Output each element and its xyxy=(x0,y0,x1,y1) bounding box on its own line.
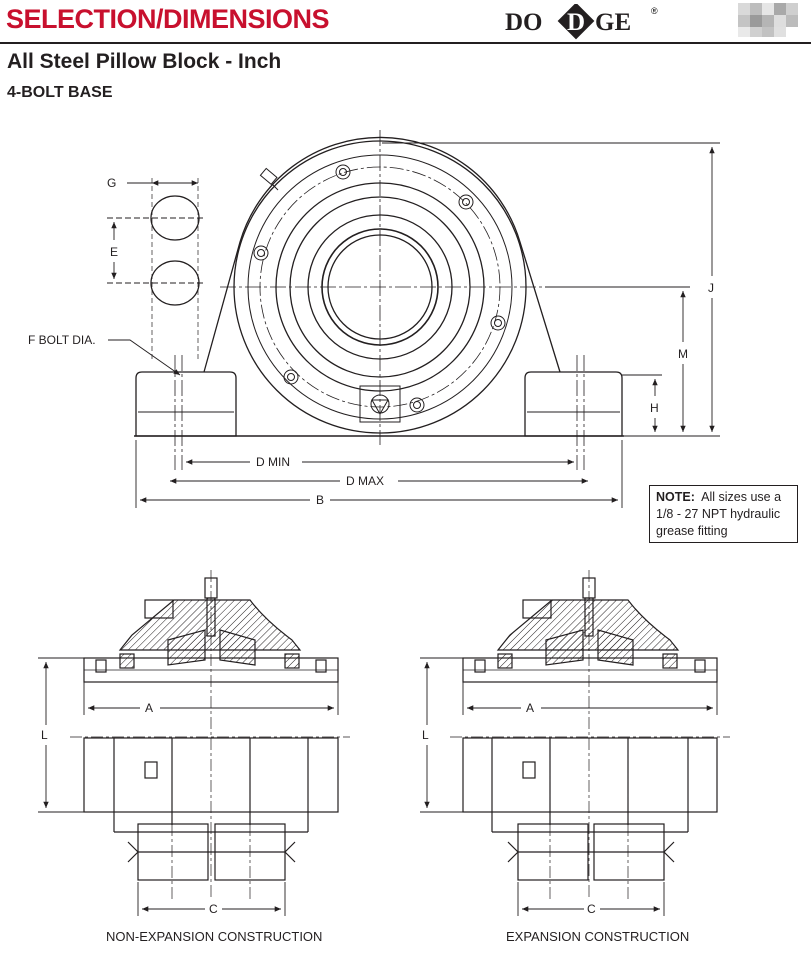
dim-label-m: M xyxy=(678,347,688,361)
section-title: 4-BOLT BASE xyxy=(7,84,113,101)
grease-fitting-icon xyxy=(259,167,279,191)
dim-label-a-right: A xyxy=(526,701,534,715)
caption-expansion: EXPANSION CONSTRUCTION xyxy=(506,929,690,944)
right-foot xyxy=(524,371,623,437)
caption-non-expansion: NON-EXPANSION CONSTRUCTION xyxy=(106,929,323,944)
note-line-2: 1/8 - 27 NPT hydraulic xyxy=(656,507,781,521)
top-dimension-lines xyxy=(107,142,720,508)
dim-label-l-left: L xyxy=(41,728,48,742)
dim-label-l-right: L xyxy=(422,728,429,742)
section-view-non-expansion: A L C xyxy=(38,570,350,916)
dim-label-d-min: D MIN xyxy=(256,455,290,469)
registered-mark: ® xyxy=(651,6,658,16)
page-title: SELECTION/DIMENSIONS xyxy=(6,4,330,34)
note-box: NOTE: All sizes use a 1/8 - 27 NPT hydra… xyxy=(649,485,798,543)
section-view-expansion: A L C xyxy=(420,570,730,916)
dim-label-a-left: A xyxy=(145,701,153,715)
note-line-3: grease fitting xyxy=(656,524,728,538)
note-line-1: All sizes use a xyxy=(701,490,782,504)
dim-label-g: G xyxy=(107,176,116,190)
left-foot xyxy=(135,371,237,437)
dodge-logo: DO D GE ® xyxy=(505,4,658,40)
dim-label-b: B xyxy=(316,493,324,507)
blurred-stamp-image xyxy=(738,3,798,37)
dim-label-d-max: D MAX xyxy=(346,474,384,488)
dim-label-e: E xyxy=(110,245,118,259)
logo-text-right: GE xyxy=(595,9,631,36)
note-label: NOTE: xyxy=(656,490,695,504)
logo-diamond-icon: D xyxy=(557,4,595,40)
dim-label-h: H xyxy=(650,401,659,415)
dim-label-j: J xyxy=(708,281,714,295)
dim-label-f-bolt: F BOLT DIA. xyxy=(28,333,96,347)
logo-text-left: DO xyxy=(505,9,543,36)
product-subtitle: All Steel Pillow Block - Inch xyxy=(7,50,282,73)
top-dimension-labels: G E F BOLT DIA. J M H D MIN D MAX B xyxy=(28,176,714,507)
header-rule xyxy=(0,42,811,44)
cap-bolt-icons xyxy=(253,164,506,413)
svg-text:D: D xyxy=(567,9,585,36)
dim-label-c-left: C xyxy=(209,902,218,916)
bolt-slot-detail xyxy=(150,195,200,306)
pillow-block-front-view xyxy=(134,130,624,470)
dim-label-c-right: C xyxy=(587,902,596,916)
